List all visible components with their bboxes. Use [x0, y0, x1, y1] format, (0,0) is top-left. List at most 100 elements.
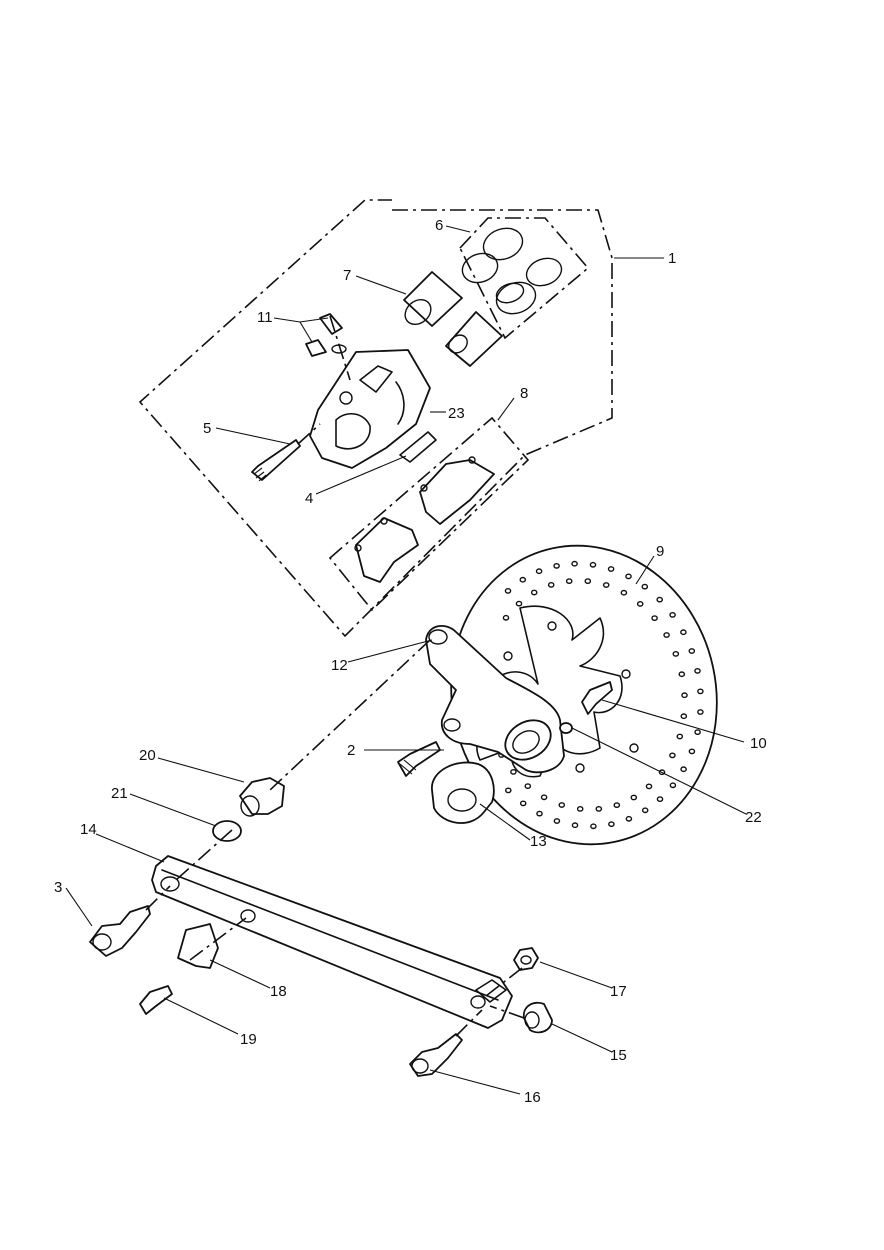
disc-hole [608, 821, 615, 827]
assembly-axes [145, 315, 525, 1037]
caliper-kit-outline [138, 199, 613, 638]
disc-ventilation-holes [498, 560, 704, 830]
disc-hole [510, 769, 517, 775]
disc-hole [558, 802, 566, 808]
disc-hole [607, 566, 615, 572]
pistons [403, 271, 503, 367]
callout-14: 14 [80, 821, 97, 838]
disc-hole [663, 632, 670, 638]
brake-disc [450, 544, 718, 846]
disc-hole [697, 709, 704, 715]
disc-hole [602, 582, 610, 588]
nut [513, 947, 539, 971]
callout-22: 22 [745, 809, 762, 826]
disc-hole [620, 589, 628, 596]
leader-lines [65, 225, 747, 1095]
disc-hole [536, 810, 543, 817]
callout-3: 3 [54, 879, 62, 896]
disc-hole [697, 688, 704, 695]
callout-5: 5 [203, 420, 211, 437]
disc-hole [553, 563, 560, 569]
disc-hole [589, 561, 597, 568]
pad-pin [251, 439, 301, 482]
disc-hole [681, 692, 688, 699]
disc-bolt [581, 681, 613, 715]
disc-hole [519, 576, 527, 583]
disc-hole [669, 752, 676, 759]
disc-hole [680, 629, 687, 636]
callout-23: 23 [448, 405, 465, 422]
torque-arm-rear-bolt [409, 1033, 463, 1077]
disc-hole [651, 615, 658, 621]
disc-hole [613, 802, 621, 808]
disc-hole [645, 783, 653, 790]
brake-pads-box [328, 416, 530, 612]
disc-hole [630, 794, 638, 801]
callout-labels: 1 2 3 4 5 6 7 8 9 10 11 12 13 14 15 16 1… [54, 217, 767, 1106]
callout-12: 12 [331, 657, 348, 674]
disc-hole [669, 782, 677, 789]
disc-hole [672, 651, 680, 657]
disc-hole [625, 573, 632, 580]
disc-hole [641, 807, 649, 814]
disc-hole [658, 769, 666, 776]
disc-hole [694, 729, 701, 735]
disc-hole [504, 787, 512, 794]
callout-16: 16 [524, 1089, 541, 1106]
disc-hole [535, 568, 543, 575]
callout-15: 15 [610, 1047, 627, 1064]
callout-17: 17 [610, 983, 627, 1000]
callout-1: 1 [668, 250, 676, 267]
disc-hole [530, 589, 538, 596]
disc-hole [680, 713, 688, 720]
disc-hole [636, 601, 644, 607]
seal-kit-box [459, 217, 590, 340]
disc-hole [688, 648, 696, 654]
disc-hole [590, 823, 597, 830]
disc-hole [524, 783, 532, 789]
bleed-nipple [305, 313, 347, 357]
disc-hole [656, 796, 664, 802]
spacer [522, 1001, 553, 1034]
wheel-spacer [431, 761, 495, 824]
callout-20: 20 [139, 747, 156, 764]
disc-hole [694, 668, 701, 674]
callout-21: 21 [111, 785, 128, 802]
o-ring [212, 820, 242, 842]
disc-hole [519, 800, 527, 807]
disc-hole [625, 815, 633, 822]
callout-19: 19 [240, 1031, 257, 1048]
clip-screw [139, 985, 173, 1015]
disc-hole [553, 818, 561, 824]
callout-13: 13 [530, 833, 547, 850]
disc-hole [688, 748, 696, 755]
callout-11: 11 [257, 309, 273, 326]
callout-8: 8 [520, 385, 528, 402]
disc-hole [504, 588, 512, 594]
disc-hole [676, 733, 684, 740]
torque-arm [151, 855, 513, 1029]
disc-hole [515, 600, 523, 607]
disc-hole [502, 614, 510, 621]
disc-hole [565, 578, 573, 584]
disc-hole [576, 806, 584, 812]
callout-18: 18 [270, 983, 287, 1000]
caliper-carrier [425, 625, 565, 774]
disc-hole [656, 596, 664, 603]
disc-hole [547, 582, 555, 588]
disc-hole [678, 671, 686, 678]
disc-hole [641, 583, 649, 590]
callout-9: 9 [656, 543, 664, 560]
torque-arm-front-bolt [89, 905, 151, 957]
callout-2: 2 [347, 742, 355, 759]
disc-hole [571, 560, 578, 567]
carrier-bolt [397, 741, 441, 777]
disc-hole [584, 578, 592, 584]
callout-10: 10 [750, 735, 767, 752]
disc-hole [680, 766, 687, 773]
disc-hole [595, 806, 603, 812]
hose-clip [177, 923, 219, 969]
callout-6: 6 [435, 217, 443, 234]
